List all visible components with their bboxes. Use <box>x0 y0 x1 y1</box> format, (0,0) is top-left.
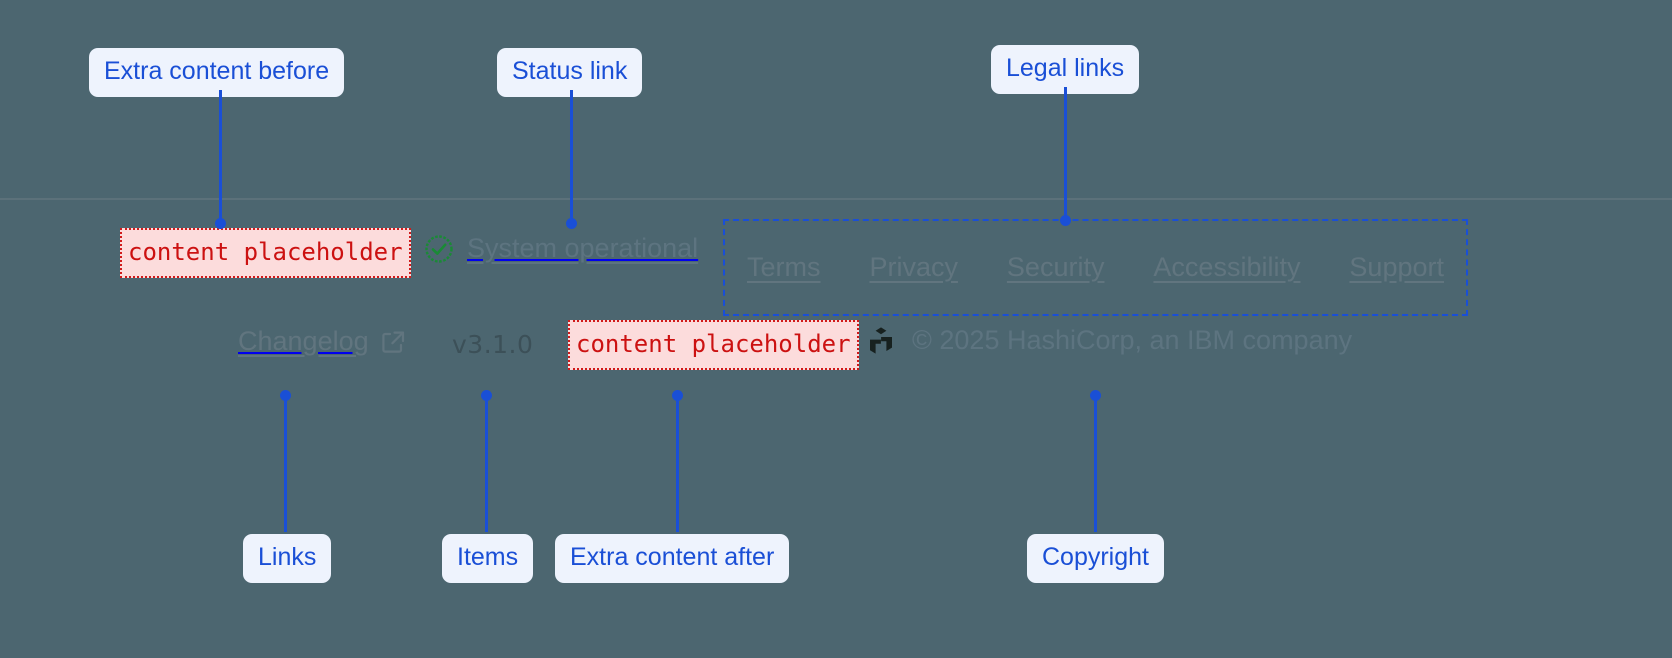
footer-bottom-row: Changelog v3.1.0 content placeholder <box>0 318 1672 378</box>
leader-line-legal-links <box>1064 87 1067 217</box>
annotation-legal-links: Legal links <box>991 45 1140 94</box>
leader-dot-extra-content-after <box>672 390 683 401</box>
annotation-copyright: Copyright <box>1027 534 1164 583</box>
changelog-label: Changelog <box>238 326 369 356</box>
leader-dot-copyright <box>1090 390 1101 401</box>
legal-link-support[interactable]: Support <box>1349 252 1444 282</box>
annotation-links: Links <box>243 534 332 583</box>
leader-dot-status-link <box>566 218 577 229</box>
check-circle-icon <box>424 234 454 264</box>
hashicorp-logo <box>866 324 896 357</box>
annotation-extra-content-after: Extra content after <box>555 534 790 583</box>
leader-line-links <box>284 398 287 532</box>
legal-link-privacy[interactable]: Privacy <box>869 252 958 282</box>
copyright-group: © 2025 HashiCorp, an IBM company <box>866 324 1352 357</box>
copyright-text: © 2025 HashiCorp, an IBM company <box>912 325 1353 355</box>
status-link[interactable]: System operational <box>424 233 698 264</box>
status-link-label: System operational <box>467 233 699 263</box>
annotation-items: Items <box>442 534 534 583</box>
legal-links-group: Terms Privacy Security Accessibility Sup… <box>723 219 1468 316</box>
changelog-link[interactable]: Changelog <box>238 326 406 357</box>
legal-link-terms[interactable]: Terms <box>747 252 821 282</box>
extra-content-after-placeholder: content placeholder <box>568 320 859 370</box>
leader-line-status-link <box>570 90 573 220</box>
leader-line-items <box>485 398 488 532</box>
leader-dot-links <box>280 390 291 401</box>
annotation-extra-content-before: Extra content before <box>89 48 345 97</box>
leader-dot-legal-links <box>1060 215 1071 226</box>
leader-line-extra-content-before <box>219 90 222 220</box>
external-link-icon <box>380 329 406 355</box>
footer-component: content placeholder System operational T… <box>0 198 1672 414</box>
legal-link-accessibility[interactable]: Accessibility <box>1153 252 1301 282</box>
leader-line-copyright <box>1094 398 1097 532</box>
annotation-status-link: Status link <box>497 48 643 97</box>
legal-link-security[interactable]: Security <box>1006 252 1105 282</box>
version-item: v3.1.0 <box>452 330 534 359</box>
leader-dot-items <box>481 390 492 401</box>
leader-line-extra-content-after <box>676 398 679 532</box>
footer-top-row: content placeholder System operational T… <box>0 200 1672 316</box>
leader-dot-extra-content-before <box>215 218 226 229</box>
extra-content-before-placeholder: content placeholder <box>120 228 411 278</box>
